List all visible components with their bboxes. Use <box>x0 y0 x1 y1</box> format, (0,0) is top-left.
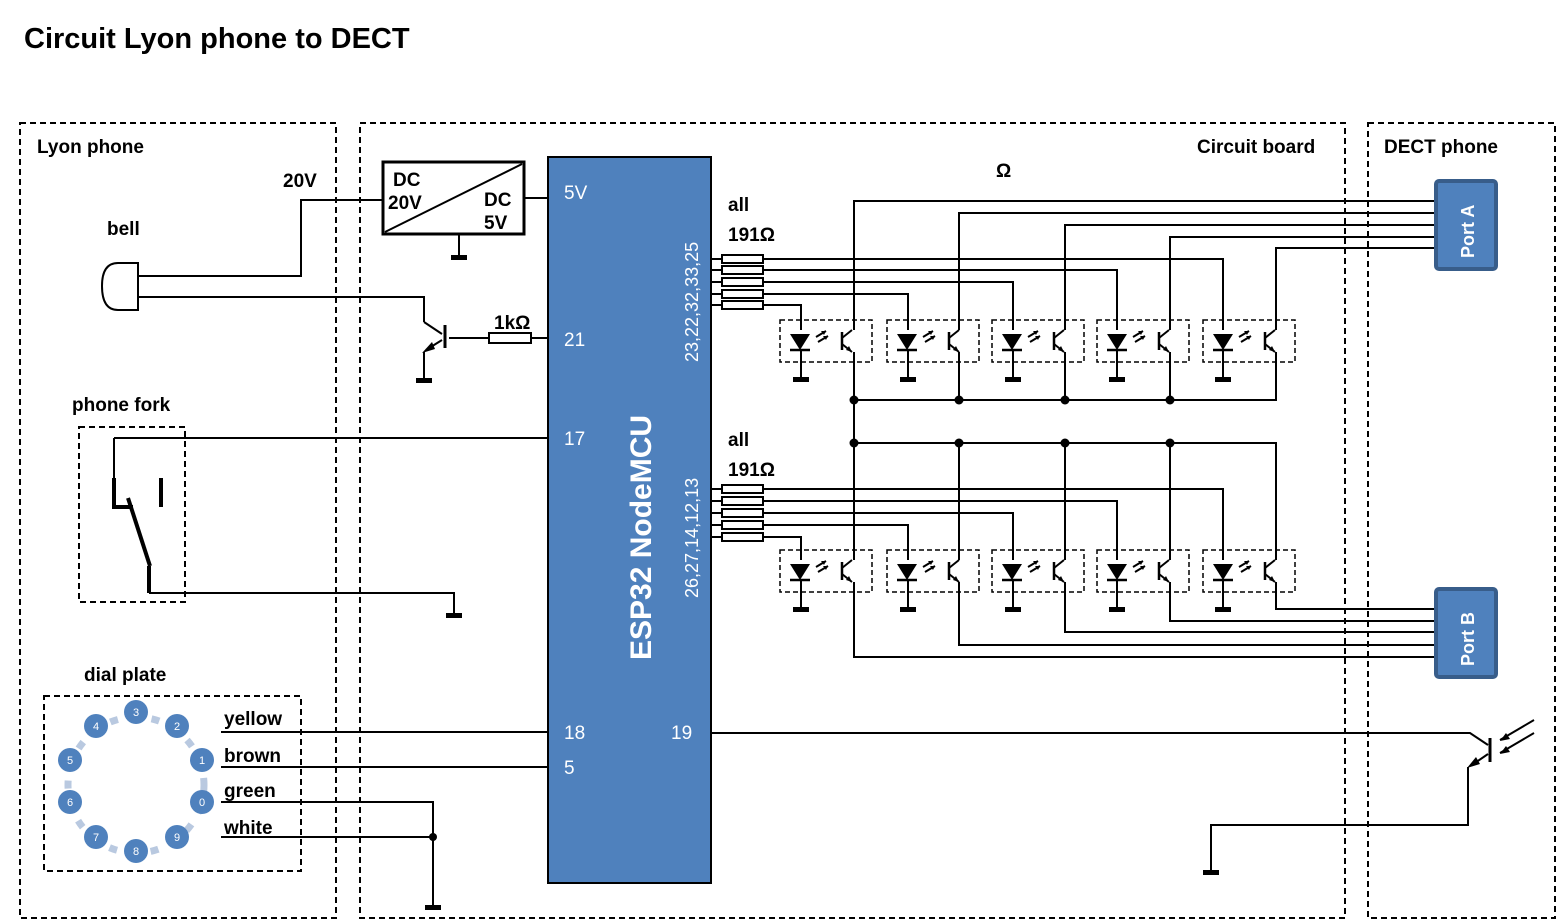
section-label-circuit-board: Circuit board <box>1197 137 1315 158</box>
wire-label-white: white <box>223 818 273 839</box>
pin-group-b-label: 26,27,14,12,13 <box>682 478 702 598</box>
pin-group-a-label: 23,22,32,33,25 <box>682 242 702 362</box>
dial-digit: 9 <box>165 825 189 849</box>
dial-digit: 2 <box>165 714 189 738</box>
pin-5v-label: 5V <box>564 183 588 204</box>
phototransistor-icon <box>1467 719 1535 768</box>
optocoupler <box>990 548 1086 594</box>
section-label-lyon-phone: Lyon phone <box>37 137 144 158</box>
wire-pin19 <box>711 732 1489 746</box>
svg-text:DC: DC <box>393 170 421 191</box>
dial-digit: 5 <box>58 748 82 772</box>
section-label-dect-phone: DECT phone <box>1384 137 1498 158</box>
dial-plate-label: dial plate <box>84 665 166 686</box>
phone-fork-box <box>78 426 186 603</box>
dial-digit: 1 <box>190 748 214 772</box>
wire-phototransistor-ground <box>1210 767 1469 870</box>
lyon-phone-section <box>19 122 337 919</box>
wire-label-brown: brown <box>224 746 281 767</box>
optocoupler <box>778 548 874 594</box>
dial-digit: 7 <box>84 825 108 849</box>
svg-text:20V: 20V <box>388 193 422 214</box>
pin-5-label: 5 <box>564 758 575 779</box>
phone-fork-label: phone fork <box>72 395 171 416</box>
resistor-1k-label: 1kΩ <box>494 313 530 334</box>
dial-digit: 3 <box>124 700 148 724</box>
svg-text:6: 6 <box>67 797 73 809</box>
svg-text:4: 4 <box>93 721 99 733</box>
mcu-name-label: ESP32 NodeMCU <box>625 415 658 660</box>
npn-transistor-icon <box>422 321 447 378</box>
wire-label-green: green <box>224 781 276 802</box>
svg-text:1: 1 <box>199 755 205 767</box>
bell-icon <box>100 262 139 311</box>
svg-text:3: 3 <box>133 707 139 719</box>
pin-17-label: 17 <box>564 429 585 450</box>
optocoupler <box>1095 548 1191 594</box>
pin-21-label: 21 <box>564 330 585 351</box>
optocoupler <box>1095 318 1191 364</box>
ground-icon <box>451 255 467 260</box>
resistor-bank-b-label-1: all <box>728 430 749 451</box>
diagram-title: Circuit Lyon phone to DECT <box>24 23 410 55</box>
wire-green <box>221 801 434 905</box>
dial-digit: 4 <box>84 714 108 738</box>
pin-19-label: 19 <box>671 723 692 744</box>
resistor-bank-a <box>711 254 764 310</box>
svg-text:2: 2 <box>174 721 180 733</box>
svg-text:5V: 5V <box>484 213 508 234</box>
dect-phone-section <box>1367 122 1556 919</box>
optocoupler <box>885 318 981 364</box>
svg-text:9: 9 <box>174 832 180 844</box>
ground-icon <box>1203 870 1219 875</box>
port-b: Port B <box>1434 587 1498 679</box>
resistor-bank-b-label-2: 191Ω <box>728 460 775 481</box>
svg-text:DC: DC <box>484 190 512 211</box>
pin-18-label: 18 <box>564 723 585 744</box>
svg-text:5: 5 <box>67 755 73 767</box>
wire-bell-transistor <box>138 296 425 322</box>
ground-icon <box>416 378 432 383</box>
optocoupler <box>885 548 981 594</box>
resistor-bank-a-label-1: all <box>728 195 749 216</box>
ground-icon <box>446 613 462 618</box>
port-a: Port A <box>1434 179 1498 271</box>
optocoupler <box>990 318 1086 364</box>
voltage-label: 20V <box>283 171 317 192</box>
stray-omega-label: Ω <box>996 161 1011 182</box>
svg-text:Port B: Port B <box>1458 612 1478 666</box>
wire-label-yellow: yellow <box>224 709 282 730</box>
wire-20v <box>138 199 384 277</box>
circuit-board-section <box>359 122 1346 919</box>
resistor-bank-a-label-2: 191Ω <box>728 225 775 246</box>
esp32-nodemcu <box>547 156 712 884</box>
switch-icon <box>112 478 163 593</box>
optocoupler <box>778 318 874 364</box>
optocoupler <box>1201 548 1297 594</box>
svg-text:7: 7 <box>93 832 99 844</box>
dial-digit: 0 <box>190 790 214 814</box>
dial-digit: 8 <box>124 839 148 863</box>
dc-dc-converter: DC 20V DC 5V <box>381 160 526 236</box>
svg-text:8: 8 <box>133 846 139 858</box>
dial-digit: 6 <box>58 790 82 814</box>
optocoupler <box>1201 318 1297 364</box>
ground-icon <box>425 905 441 910</box>
svg-text:0: 0 <box>199 797 205 809</box>
resistor-1k-icon <box>488 332 532 344</box>
wire-fork-ground <box>149 592 455 613</box>
bell-label: bell <box>107 219 140 240</box>
dial-plate-box <box>43 695 302 872</box>
resistor-bank-b <box>711 484 764 542</box>
svg-text:Port A: Port A <box>1458 205 1478 258</box>
dial-plate: 3 2 1 0 9 8 7 6 5 4 <box>58 700 214 863</box>
